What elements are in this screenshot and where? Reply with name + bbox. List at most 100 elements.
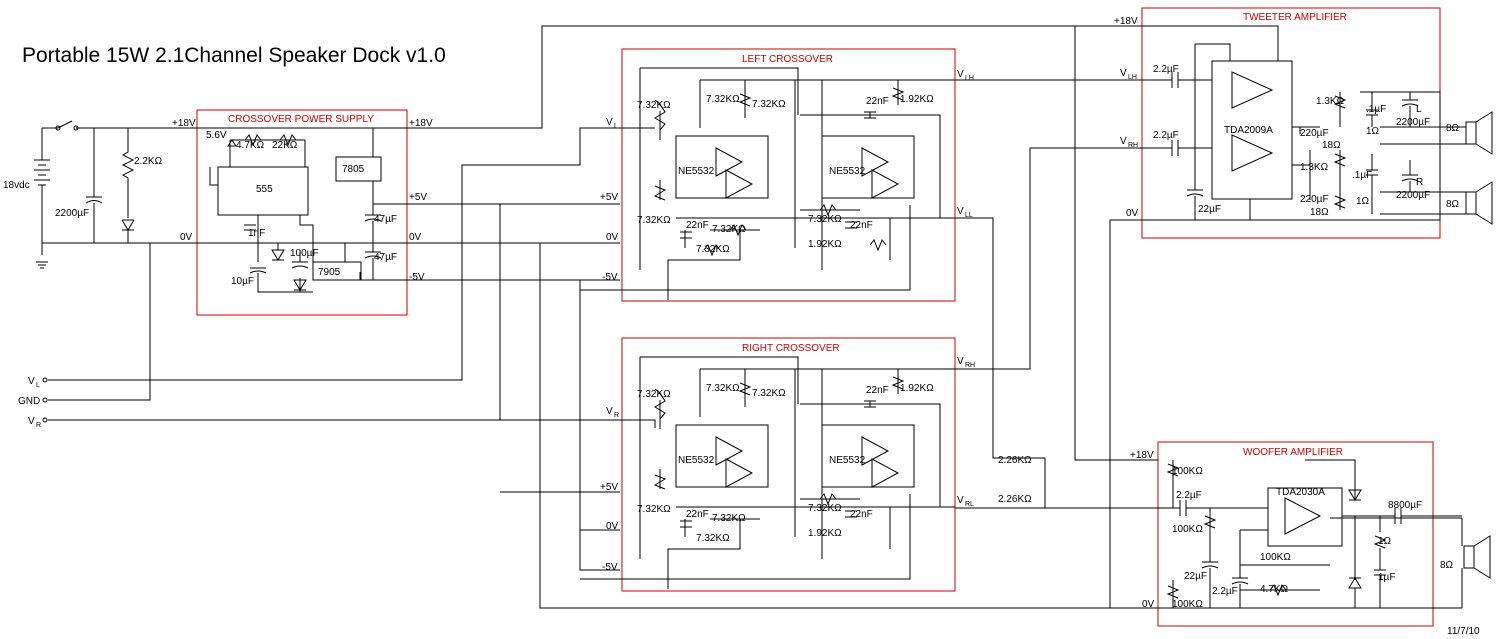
vl-input-sub: L (36, 382, 40, 389)
c22u-in-label-3: 2.2µF (1176, 490, 1202, 501)
c22u-in-label-2: 2.2µF (1153, 130, 1179, 141)
vl-xover-sub: L (614, 123, 618, 130)
c01-label-2: .1µF (1352, 170, 1372, 181)
rail-0v-label-1: 0V (180, 232, 193, 243)
woofer-ic-label: TDA2030A (1276, 487, 1325, 498)
r100k-label-2: 100KΩ (1172, 524, 1203, 535)
vrl-output-label: V (957, 495, 964, 506)
vr-xover-label: V (606, 406, 613, 417)
c22n-label-4: 22nF (866, 385, 889, 396)
c22u-in-label-1: 2.2µF (1153, 64, 1179, 75)
vl-input-label: V (28, 376, 35, 387)
rail-18v-label-3: +18V (1114, 16, 1138, 27)
tweeter-ic-label: TDA2009A (1224, 125, 1273, 136)
vr-input-sub: R (36, 422, 41, 429)
schematic-title: Portable 15W 2.1Channel Speaker Dock v1.… (22, 44, 446, 67)
power-supply-block (196, 109, 408, 316)
r732-label-10: 7.32KΩ (706, 383, 740, 394)
c2200-label-1: 2200µF (1396, 117, 1430, 128)
r732-label-5: 7.32KΩ (712, 224, 746, 235)
r47k-label: 4.7KΩ (236, 140, 265, 151)
spk-label-2: 8Ω (1446, 199, 1460, 210)
rail-0v-label-3: 0V (606, 232, 619, 243)
c47u-label-2: 47µF (374, 252, 397, 263)
opamp-label-2: NE5532 (829, 166, 866, 177)
rail-0v-label-4: 0V (606, 521, 619, 532)
opamp-label-3: NE5532 (678, 455, 715, 466)
r732-label-6: 7.32KΩ (696, 244, 730, 255)
power-supply-circuit (209, 134, 382, 293)
vl-xover-label: V (606, 117, 613, 128)
left-out-label: L (1416, 104, 1422, 115)
r732-label-13: 7.32KΩ (696, 533, 730, 544)
r100k-label-3: 100KΩ (1172, 599, 1203, 610)
rail-18v-label-4: +18V (1130, 450, 1154, 461)
vrh-output-sub: RH (965, 362, 975, 369)
woofer-labels: +18V 0V 100KΩ 2.2µF 100KΩ 22µF 100KΩ TDA… (1130, 450, 1454, 610)
rail-5v-label-1: +5V (409, 192, 427, 203)
led-resistor-label: 2.2KΩ (134, 156, 163, 167)
c22u-in-label-4: 2.2µF (1212, 586, 1238, 597)
tweeter-amplifier-title: TWEETER AMPLIFIER (1243, 12, 1347, 23)
rail-n5v-label-2: -5V (602, 272, 618, 283)
r18-label-2: 18Ω (1310, 207, 1329, 218)
right-out-label: R (1416, 177, 1423, 188)
r192-label-2: 1.92KΩ (808, 239, 842, 250)
vlh-output-sub: LH (965, 75, 974, 82)
right-crossover-labels: V R +5V 0V -5V 7.32KΩ 7.32KΩ 7.32KΩ 7.32… (600, 356, 1032, 573)
c22n-label-2: 22nF (686, 220, 709, 231)
right-crossover-title: RIGHT CROSSOVER (742, 343, 840, 354)
c22n-label-3: 22nF (850, 220, 873, 231)
left-crossover-circuit (580, 67, 955, 300)
left-crossover-labels: V L +5V 0V -5V 7.32KΩ 7.32KΩ 7.32KΩ 7.32… (600, 69, 974, 283)
rail-0v-label-2: 0V (409, 232, 422, 243)
vr-terminal (42, 417, 48, 423)
rail-5v-label-2: +5V (600, 192, 618, 203)
gnd-terminal (42, 397, 48, 403)
vl-terminal (42, 377, 48, 383)
r100k-label-1: 100KΩ (1172, 466, 1203, 477)
r732-label-7: 7.32KΩ (808, 214, 842, 225)
rail-18v-label-1: +18V (172, 118, 196, 129)
r1-label-3: 1Ω (1378, 536, 1392, 547)
r732-label-2: 7.32KΩ (637, 215, 671, 226)
opamp-label-1: NE5532 (678, 166, 715, 177)
rail-n5v-label-3: -5V (602, 562, 618, 573)
right-crossover-block (621, 337, 956, 592)
vrh-amp-label: V (1120, 136, 1127, 147)
c100u-label: 100µF (290, 248, 319, 259)
rail-n5v-label-1: -5V (409, 272, 425, 283)
vlh-amp-sub: LH (1128, 74, 1137, 81)
reg-pos-label: 7805 (342, 164, 365, 175)
r732-label-12: 7.32KΩ (712, 513, 746, 524)
rail-5v-label-3: +5V (600, 482, 618, 493)
c47u-label-1: 47µF (374, 214, 397, 225)
date-label: 11/7/10 (1447, 626, 1480, 637)
rail-18v-label-2: +18V (409, 118, 433, 129)
r192-label-4: 1.92KΩ (808, 528, 842, 539)
c22u-label-1: 22µF (1198, 204, 1221, 215)
r732-label-3: 7.32KΩ (706, 94, 740, 105)
vrh-amp-sub: RH (1128, 142, 1138, 149)
woofer-amplifier-title: WOOFER AMPLIFIER (1243, 447, 1343, 458)
r18-label-1: 18Ω (1322, 140, 1341, 151)
vlh-output-label: V (957, 69, 964, 80)
c01-label-1: .1µF (1366, 104, 1386, 115)
opamp-label-4: NE5532 (829, 455, 866, 466)
tweeter-right-speaker (1462, 181, 1493, 225)
c8800-label: 8800µF (1388, 500, 1422, 511)
vr-input-label: V (28, 416, 35, 427)
r1-label-1: 1Ω (1366, 126, 1380, 137)
tweeter-labels: +18V V LH V RH 0V 2.2µF 2.2µF 22µF TDA20… (1114, 16, 1460, 219)
left-crossover-title: LEFT CROSSOVER (742, 54, 833, 65)
power-supply-title: CROSSOVER POWER SUPPLY (228, 114, 374, 125)
input-labels: V L GND V R (18, 376, 41, 429)
tweeter-left-speaker (1462, 111, 1493, 155)
tweeter-amp-circuit (1142, 43, 1441, 221)
vr-xover-sub: R (614, 412, 619, 419)
r732-label-11: 7.32KΩ (752, 388, 786, 399)
vll-output-label: V (957, 206, 964, 217)
r732-label-4: 7.32KΩ (752, 99, 786, 110)
vrl-output-sub: RL (965, 501, 974, 508)
